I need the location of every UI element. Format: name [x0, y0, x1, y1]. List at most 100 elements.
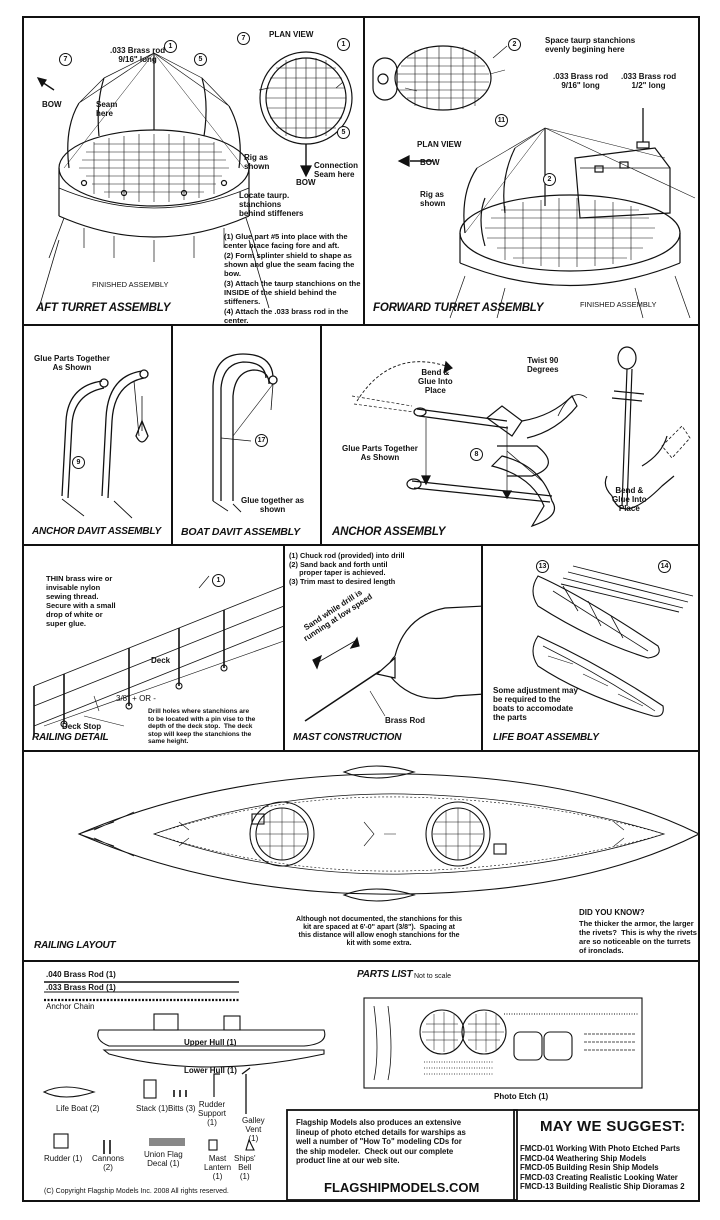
website-link[interactable]: FLAGSHIPMODELS.COM	[324, 1180, 480, 1195]
forward-turret-panel: Space taurp stanchions evenly begining h…	[363, 16, 700, 326]
fwd-rod1-label: .033 Brass rod 9/16" long	[553, 72, 609, 90]
parts-flag-label: Union Flag Decal (1)	[144, 1150, 183, 1168]
mast-drawing	[304, 605, 481, 722]
suggest-title: MAY WE SUGGEST:	[540, 1118, 686, 1135]
part-callout: 1	[212, 574, 225, 587]
lifeboat-note-label: Some adjustment may be required to the b…	[493, 686, 578, 722]
boat-davit-panel: 17 Glue together as shown BOAT DAVIT ASS…	[171, 324, 322, 546]
anchor-davit-drawing	[61, 369, 149, 519]
fwd-plan-view-label: PLAN VIEW	[417, 140, 462, 149]
parts-rod033-label: .033 Brass Rod (1)	[46, 983, 116, 992]
anchor-davit-title: ANCHOR DAVIT ASSEMBLY	[32, 526, 161, 537]
parts-list-drawing	[42, 981, 698, 1200]
part-callout: 2	[508, 38, 521, 51]
lifeboat-panel: 13 14 Some adjustment may be required to…	[481, 544, 700, 752]
suggest-item[interactable]: FMCD-04 Weathering Ship Models	[520, 1153, 647, 1163]
anchor-glue-label: Glue Parts Together As Shown	[342, 444, 418, 462]
layout-note-label: Although not documented, the stanchions …	[296, 916, 463, 947]
part-callout: 2	[543, 173, 556, 186]
part-callout: 1	[164, 40, 177, 53]
railing-detail-title: RAILING DETAIL	[32, 732, 109, 743]
suggest-item[interactable]: FMCD-13 Building Realistic Ship Dioramas…	[520, 1182, 685, 1191]
did-you-know-title: DID YOU KNOW?	[579, 908, 645, 917]
aft-finished-label: FINISHED ASSEMBLY	[92, 280, 169, 289]
anchor-bend2-label: Bend & Glue Into Place	[612, 486, 647, 513]
part-callout: 7	[237, 32, 250, 45]
parts-rudder-label: Rudder (1)	[44, 1154, 83, 1163]
railing-detail-drawing	[33, 575, 283, 736]
parts-lantern-label: Mast Lantern (1)	[204, 1154, 232, 1181]
parts-rudder-support-label: Rudder Support (1)	[198, 1100, 227, 1127]
railing-deck-stop-label: Deck Stop	[62, 722, 102, 731]
parts-rod040-label: .040 Brass Rod (1)	[46, 970, 116, 979]
parts-chain-label: Anchor Chain	[46, 1002, 95, 1011]
anchor-title: ANCHOR ASSEMBLY	[332, 526, 446, 538]
aft-instruction-step: (4) Attach the .033 brass rod in the cen…	[224, 307, 349, 325]
part-callout: 13	[536, 560, 549, 573]
mast-steps-label: (1) Chuck rod (provided) into drill (2) …	[289, 551, 405, 586]
aft-locate-label: Locate taurp. stanchions behind stiffene…	[239, 191, 304, 218]
suggest-item[interactable]: FMCD-01 Working With Photo Etched Parts	[520, 1144, 681, 1153]
parts-photo-etch-label: Photo Etch (1)	[494, 1092, 549, 1101]
part-callout: 9	[72, 456, 85, 469]
parts-list-title: PARTS LIST	[357, 969, 413, 980]
fwd-bow-label: BOW	[420, 158, 440, 167]
railing-layout-title: RAILING LAYOUT	[34, 940, 116, 951]
did-you-know-text: The thicker the armor, the larger the ri…	[579, 919, 697, 955]
parts-bitts-label: Bitts (3)	[168, 1104, 196, 1113]
aft-turret-title: AFT TURRET ASSEMBLY	[36, 302, 171, 314]
aft-brass-rod-label: .033 Brass rod 9/16" long	[110, 46, 166, 64]
suggest-list: FMCD-01 Working With Photo Etched Parts …	[520, 1144, 685, 1192]
parts-scale-label: Not to scale	[414, 973, 451, 980]
fwd-finished-label: FINISHED ASSEMBLY	[580, 300, 657, 309]
aft-plan-view-label: PLAN VIEW	[269, 30, 314, 39]
suggest-item[interactable]: FMCD-03 Creating Realistic Looking Water	[520, 1172, 678, 1182]
railing-thin-label: THIN brass wire or invisable nylon sewin…	[46, 574, 116, 628]
boat-davit-drawing	[212, 353, 278, 513]
railing-spacing-label: 3/8" + OR -	[116, 694, 156, 703]
suggest-item[interactable]: FMCD-05 Building Resin Ship Models	[520, 1163, 659, 1172]
aft-turret-panel: .033 Brass rod 9/16" long PLAN VIEW BOW …	[22, 16, 365, 326]
part-callout: 14	[658, 560, 671, 573]
part-callout: 5	[337, 126, 350, 139]
anchor-bend-label: Bend & Glue Into Place	[418, 368, 453, 395]
part-callout: 11	[495, 114, 508, 127]
railing-layout-panel: Although not documented, the stanchions …	[22, 750, 700, 962]
anchor-panel: Bend & Glue Into Place Twist 90 Degrees …	[320, 324, 700, 546]
aft-instruction-step: (3) Attach the taurp stanchions on the I…	[224, 279, 361, 306]
boat-davit-glue-label: Glue together as shown	[241, 496, 305, 514]
railing-detail-panel: THIN brass wire or invisable nylon sewin…	[22, 544, 285, 752]
fwd-rig-label: Rig as shown	[420, 190, 446, 208]
fwd-space-label: Space taurp stanchions evenly begining h…	[545, 36, 636, 54]
anchor-davit-panel: Glue Parts Together As Shown 9 ANCHOR DA…	[22, 324, 173, 546]
mast-title: MAST CONSTRUCTION	[293, 732, 402, 743]
parts-lifeboat-label: Life Boat (2)	[56, 1104, 100, 1113]
railing-drill-label: Drill holes where stanchions are to be l…	[148, 708, 256, 746]
aft-bow-label: BOW	[42, 100, 62, 109]
anchor-drawing	[351, 346, 691, 528]
aft-instruction-step: (2) Form splinter shield to shape as sho…	[224, 251, 355, 278]
parts-list-panel: .040 Brass Rod (1) .033 Brass Rod (1) An…	[22, 960, 700, 1202]
parts-upper-hull-label: Upper Hull (1)	[184, 1038, 237, 1047]
aft-seam-label: Seam here	[96, 100, 118, 118]
parts-lower-hull-label: Lower Hull (1)	[184, 1066, 237, 1075]
anchor-twist-label: Twist 90 Degrees	[527, 356, 559, 374]
mast-panel: (1) Chuck rod (provided) into drill (2) …	[283, 544, 483, 752]
lifeboat-drawing	[532, 565, 694, 717]
mast-brass-label: Brass Rod	[385, 716, 426, 725]
lifeboat-title: LIFE BOAT ASSEMBLY	[493, 732, 599, 743]
aft-turret-drawing	[36, 51, 353, 309]
parts-cannons-label: Cannons (2)	[92, 1154, 125, 1172]
anchor-davit-glue-label: Glue Parts Together As Shown	[34, 354, 110, 372]
railing-layout-drawing	[77, 765, 698, 902]
forward-turret-drawing	[372, 45, 696, 319]
part-callout: 17	[255, 434, 268, 447]
railing-deck-label: Deck	[151, 656, 171, 665]
parts-stack-label: Stack (1)	[136, 1104, 169, 1113]
fwd-rod2-label: .033 Brass rod 1/2" long	[621, 72, 677, 90]
part-callout: 1	[337, 38, 350, 51]
boat-davit-title: BOAT DAVIT ASSEMBLY	[181, 526, 300, 538]
aft-instructions: (1) Glue part #5 into place with the cen…	[224, 232, 363, 325]
promo-text: Flagship Models also produces an extensi…	[296, 1118, 466, 1165]
part-callout: 5	[194, 53, 207, 66]
